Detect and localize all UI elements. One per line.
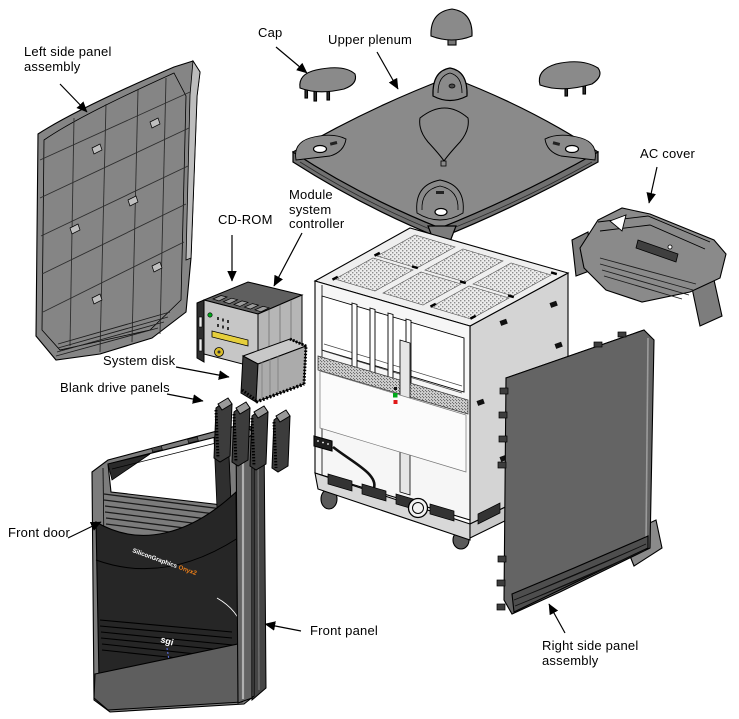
panel-clips [69, 117, 163, 305]
front-door: SiliconGraphics Onyx2 sgi [91, 425, 255, 713]
arrow-left-side-panel [59, 83, 88, 113]
blank-panel-3 [249, 405, 269, 471]
upper-plenum [291, 67, 600, 263]
status-leds [393, 387, 398, 404]
cdrom-led [207, 312, 213, 318]
cap-right [538, 61, 601, 97]
label-cap: Cap [258, 25, 283, 40]
label-ac-cover: AC cover [640, 146, 696, 161]
label-right-side-panel-assembly: Right side panel assembly [542, 638, 639, 668]
right-side-panel-assembly [496, 329, 663, 615]
cap-left [299, 67, 357, 102]
door-right-roll [235, 427, 253, 704]
leveling-foot [407, 497, 429, 519]
label-cdrom: CD-ROM [218, 212, 273, 227]
label-system-disk: System disk [103, 353, 176, 368]
arrow-system-disk [175, 366, 230, 380]
ac-cover [571, 207, 727, 327]
callout-arrows [59, 46, 658, 634]
chassis-front-face [313, 280, 471, 521]
arrow-ac-cover [646, 166, 658, 204]
emi-shelf [317, 355, 469, 415]
label-front-panel: Front panel [310, 623, 378, 638]
arrow-right-side-panel [548, 603, 566, 634]
arrow-front-door [67, 521, 102, 539]
cdrom-tray [211, 330, 249, 347]
cap-top [430, 8, 473, 46]
blank-panel-4 [271, 409, 291, 473]
sgi-logo: sgi [159, 634, 174, 647]
label-upper-plenum: Upper plenum [328, 32, 413, 47]
label-blank-drive-panels: Blank drive panels [60, 380, 170, 395]
system-disk [240, 337, 308, 404]
chassis-top-mesh [313, 227, 570, 327]
label-left-side-panel-assembly: Left side panel assembly [24, 44, 112, 74]
arrow-cap [275, 46, 308, 74]
arrow-blank-drive-panels [166, 393, 204, 404]
blank-drive-panels [213, 397, 291, 473]
blank-panel-2 [231, 401, 251, 467]
right-panel-clips [496, 331, 627, 611]
left-side-panel-assembly [35, 59, 201, 361]
label-front-door: Front door [8, 525, 70, 540]
arrow-front-panel [264, 621, 302, 632]
cdrom-module [196, 281, 304, 369]
label-module-system-controller: Module system controller [289, 187, 345, 232]
blank-panel-1 [213, 397, 233, 463]
arrow-module-system-controller [273, 232, 303, 287]
arrow-upper-plenum [376, 51, 399, 90]
